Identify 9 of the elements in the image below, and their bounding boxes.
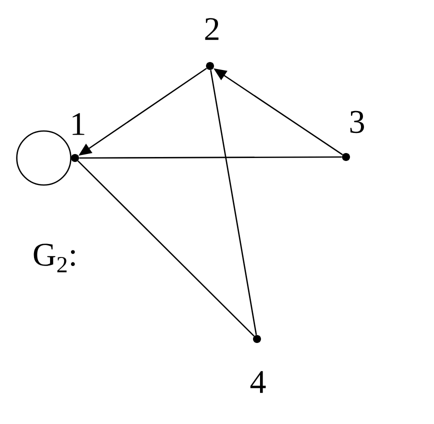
edge-line bbox=[210, 70, 257, 335]
vertex-label: 1 bbox=[72, 113, 84, 135]
graph-name: G$_{2}$: bbox=[34, 244, 75, 272]
vertex-label: 4 bbox=[250, 371, 266, 393]
edge-line bbox=[78, 160, 254, 336]
self-loop bbox=[16, 130, 72, 186]
vertex-label: 3 bbox=[350, 110, 364, 134]
edge-line bbox=[79, 156, 342, 159]
vertex-label: 2 bbox=[205, 18, 218, 40]
